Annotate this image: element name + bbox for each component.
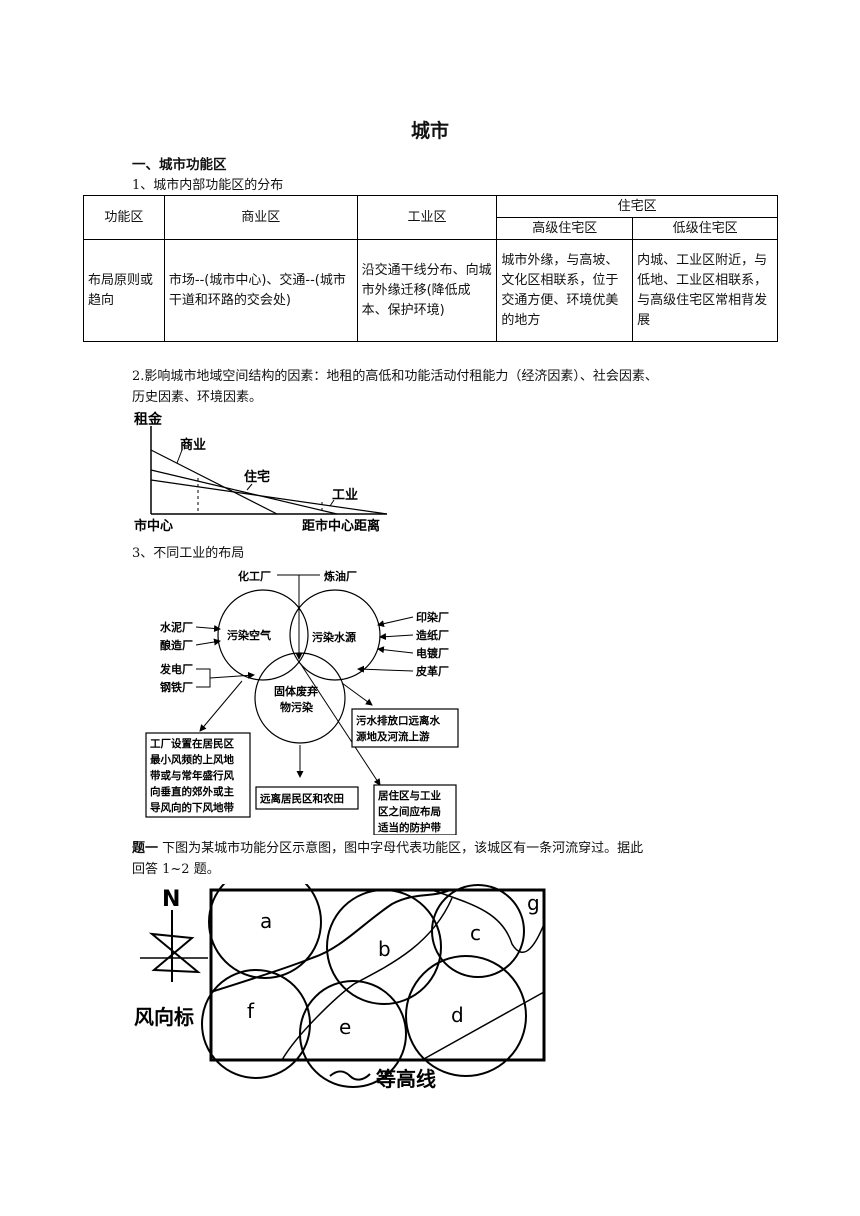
box-left-line: 导风向的下风地带 [150, 801, 234, 814]
contour-legend-label: 等高线 [376, 1067, 436, 1091]
page-title: 城市 [410, 120, 449, 142]
factory-steel: 钢铁厂 [160, 680, 193, 694]
zone-g: g [527, 891, 540, 915]
label-leader [176, 449, 183, 464]
box-belt-line: 居住区与工业 [378, 789, 441, 802]
box-left [145, 732, 251, 818]
question-label: 题一 [132, 841, 159, 856]
river-bank [281, 897, 453, 1061]
business-label: 商业 [180, 437, 206, 453]
section-heading: 一、城市功能区 [132, 157, 227, 173]
box-water-line: 源地及河流上游 [356, 730, 430, 743]
factory-chemical: 化工厂 [238, 569, 271, 583]
factory-cement: 水泥厂 [160, 620, 193, 634]
header-function: 功能区 [83, 195, 165, 240]
zone-a: a [260, 909, 272, 933]
box-water-line: 污水排放口远离水 [356, 714, 440, 727]
origin-label: 市中心 [134, 518, 173, 534]
header-high-residential: 高级住宅区 [496, 217, 634, 240]
subsection-heading: 3、不同工业的布局 [132, 546, 245, 561]
residential-label: 住宅 [244, 469, 270, 485]
functional-zone-table: 功能区 商业区 工业区 住宅区 高级住宅区 低级住宅区 布局原则或趋向 市场--… [83, 195, 778, 342]
box-water [351, 708, 459, 748]
north-label: N [162, 887, 180, 912]
river [210, 889, 451, 993]
factory-leather: 皮革厂 [415, 664, 449, 678]
row-label: 布局原则或趋向 [83, 239, 165, 342]
wind-vane-icon [148, 932, 201, 974]
y-axis-label: 租金 [134, 411, 163, 428]
road [421, 991, 545, 1061]
solid-waste-circle [254, 652, 346, 744]
water-pollution-label: 污染水源 [312, 630, 356, 644]
contour-legend-icon [329, 1070, 371, 1081]
label-leader [329, 499, 335, 507]
box-left-line: 向垂直的郊外或主 [150, 785, 234, 798]
paragraph-line: 历史因素、环境因素。 [132, 390, 263, 405]
zone-f: f [247, 999, 255, 1023]
factory-paper: 造纸厂 [416, 628, 449, 642]
box-mid [255, 786, 359, 810]
box-mid-text: 远离居民区和农田 [260, 792, 344, 805]
factory-refinery: 炼油厂 [324, 569, 357, 583]
cell-industry: 沿交通干线分布、向城市外缘迁移(降低成本、保护环境) [356, 239, 498, 342]
question-text: 下图为某城市功能分区示意图，图中字母代表功能区，该城区有一条河流穿过。据此 [158, 841, 644, 856]
city-function-map: N 风向标 a b c d e f g 等高线 [134, 884, 546, 1091]
air-pollution-label: 污染空气 [227, 628, 271, 642]
box-belt-line: 区之间应布局 [378, 805, 441, 818]
subsection-heading: 1、城市内部功能区的分布 [132, 178, 284, 193]
industry-label: 工业 [332, 487, 358, 503]
factory-brewery: 酿造厂 [160, 638, 193, 652]
business-line [150, 449, 278, 515]
question-line: 回答 1~2 题。 [132, 862, 220, 877]
air-pollution-circle [217, 589, 309, 681]
factory-printing: 印染厂 [416, 610, 449, 624]
zone-d: d [451, 1003, 464, 1027]
cell-business: 市场--(城市中心)、交通--(城市干道和环路的交会处) [163, 239, 358, 342]
box-left-line: 最小风频的上风地 [150, 753, 234, 766]
zone-c: c [470, 921, 481, 945]
rent-curve-chart: 租金 商业 住宅 工业 市中心 距市中心距离 [134, 411, 388, 534]
cell-low-residential: 内城、工业区附近，与低地、工业区相联系，与高级住宅区常相背发展 [632, 239, 778, 342]
box-left-line: 工厂设置在居民区 [150, 737, 234, 750]
contour-line [431, 889, 545, 953]
zone-e: e [339, 1015, 351, 1039]
header-low-residential: 低级住宅区 [632, 217, 778, 240]
question-line: 题一 下图为某城市功能分区示意图，图中字母代表功能区，该城区有一条河流穿过。据此 [132, 838, 643, 859]
zone-b: b [378, 937, 391, 961]
box-left-line: 带或与常年盛行风 [150, 769, 234, 782]
solid-waste-label: 固体废弃 [274, 684, 318, 698]
solid-waste-label: 物污染 [280, 700, 314, 714]
header-business: 商业区 [163, 195, 358, 240]
header-residential: 住宅区 [496, 195, 778, 218]
label-leader [246, 483, 253, 491]
box-belt-line: 适当的防护带 [378, 821, 441, 834]
paragraph-line: 2.影响城市地域空间结构的因素：地租的高低和功能活动付租能力（经济因素）、社会因… [132, 369, 658, 384]
zone-circles [201, 884, 527, 1088]
industry-layout-diagram: 污染空气 污染水源 固体废弃 物污染 化工厂 炼油厂 水泥厂 酿造厂 发电厂 钢… [145, 569, 459, 835]
box-belt [373, 784, 457, 835]
industry-line [150, 479, 388, 515]
factory-plating: 电镀厂 [416, 646, 449, 660]
residential-line [150, 469, 338, 515]
x-axis-label: 距市中心距离 [302, 518, 380, 534]
header-industry: 工业区 [356, 195, 498, 240]
wind-label: 风向标 [134, 1005, 194, 1029]
factory-power: 发电厂 [159, 662, 193, 676]
cell-high-residential: 城市外缘，与高坡、文化区相联系，位于交通方便、环境优美的地方 [496, 239, 634, 342]
